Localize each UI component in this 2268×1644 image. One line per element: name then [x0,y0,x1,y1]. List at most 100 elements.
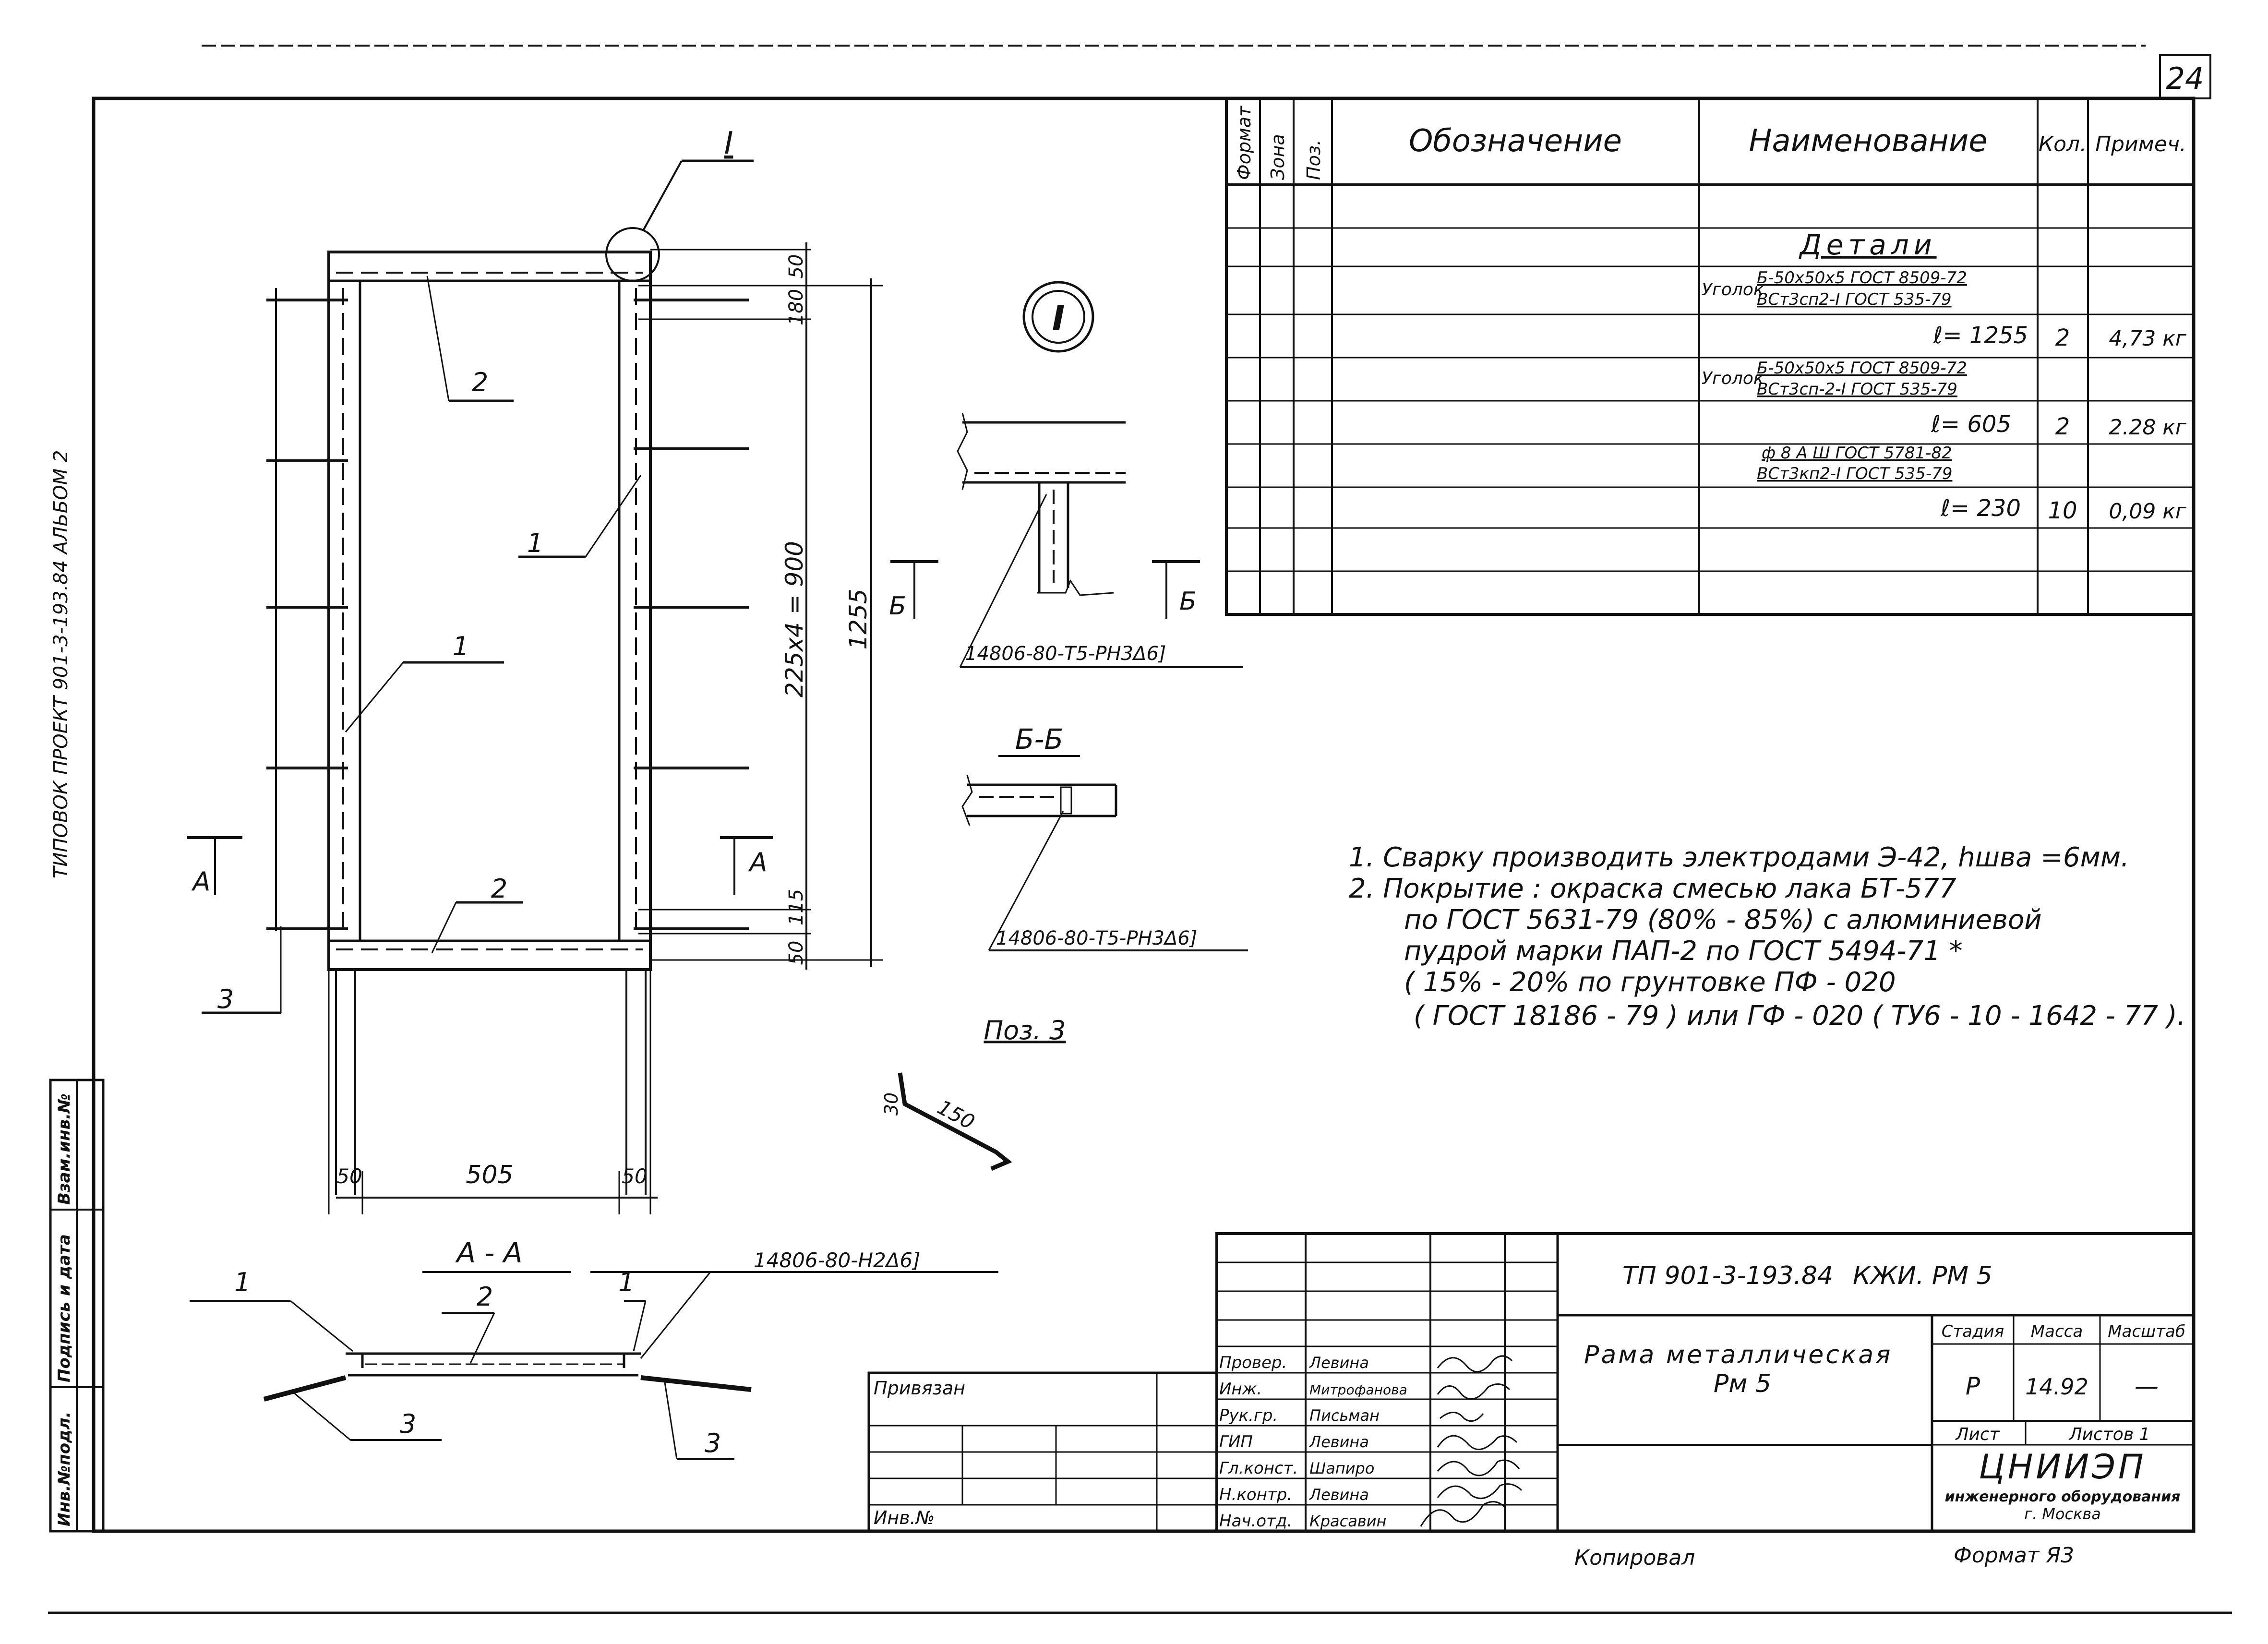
note-line-6: ( ГОСТ 18186 - 79 ) или ГФ - 020 ( ТУ6 -… [1414,1000,2186,1032]
spec-item-2-length: ℓ= 605 [1931,411,2011,438]
spec-header-zone: Зона [1267,134,1288,180]
spec-header-name: Наименование [1749,123,1987,159]
spec-header-qty: Кол. [2039,132,2087,156]
dim-total: 1255 [844,588,872,649]
tb-scale: — [2135,1372,2159,1400]
tb-name-1: Левина [1309,1354,1369,1372]
tb-name-5: Шапиро [1309,1459,1374,1477]
format-label: Формат Я3 [1954,1543,2074,1568]
side-project-label: ТИПОВОК ПРОЕКТ 901-3-193.84 АЛЬБОМ 2 [50,450,72,878]
tb-name-3: Письман [1309,1406,1380,1425]
spec-item-2-qty: 2 [2055,413,2070,440]
tb-inv: Инв.№ [874,1507,935,1528]
pos3-dim-30: 30 [881,1092,902,1116]
pos-label-2-aa: 2 [477,1282,493,1312]
pos3-bar [898,1072,1012,1171]
spec-item-2-name-top: Б-50х50х5 ГОСТ 8509-72 [1757,359,1967,378]
tb-mass: 14.92 [2025,1374,2088,1400]
tb-role-3: Рук.гр. [1219,1406,1278,1425]
spec-item-3-note: 0,09 кг [2109,499,2187,524]
frame-elevation [187,159,883,1214]
detail-mark-label: I [724,126,733,161]
section-mark-b-left: Б [889,592,906,621]
pos-label-3-aa-right: 3 [705,1428,721,1458]
spec-table: Формат Зона Поз. Обозначение Наименовани… [1225,97,2195,616]
pos-label-1-right: 1 [527,528,543,558]
tb-role-6: Н.контр. [1219,1485,1292,1504]
tb-role-1: Провер. [1219,1353,1287,1372]
spec-item-1-qty: 2 [2055,324,2070,351]
tb-org-3: г. Москва [2024,1505,2101,1523]
tb-mark: КЖИ. РМ 5 [1853,1261,1992,1290]
title-block [867,1232,2195,1533]
side-stamp-inv: Инв.№подл. [55,1412,74,1526]
tb-mass-h: Масса [2031,1322,2083,1341]
tb-role-4: ГИП [1219,1432,1253,1452]
weld-label-detail-i: 14806-80-Т5-РН3Δ6] [965,643,1166,665]
pos-label-1-aa-right: 1 [618,1267,635,1297]
note-line-1: 1. Сварку производить электродами Э-42, … [1349,842,2129,873]
weld-label-section-aa: 14806-80-Н2Δ6] [754,1248,921,1272]
tb-sheet-h: Лист [1955,1425,2000,1444]
section-mark-a-right: А [748,847,768,877]
tb-attached: Привязан [874,1378,965,1399]
spec-item-1-note: 4,73 кг [2109,326,2187,351]
dim-115: 115 [785,889,807,925]
tb-org-1: ЦНИИЭП [1979,1447,2146,1487]
tb-org-2: инженерного оборудования [1945,1488,2181,1505]
tb-role-5: Гл.конст. [1219,1459,1298,1478]
section-mark-a-left: А [192,866,211,897]
pos3-dim-150: 150 [934,1095,979,1134]
dim-bottom-50: 50 [785,941,807,965]
note-line-2: 2. Покрытие : окраска смесью лака БТ-577 [1349,873,1956,904]
weld-label-section-bb: 14806-80-Т5-РН3Δ6] [996,927,1197,949]
tb-name-4: Левина [1309,1433,1369,1451]
spec-item-3-qty: 10 [2048,497,2077,524]
tb-stage: Р [1966,1372,1980,1400]
tb-code: ТП 901-3-193.84 [1622,1261,1833,1290]
side-stamp-replace: Взам.инв.№ [55,1093,74,1205]
tb-name-6: Левина [1309,1486,1369,1504]
pos-label-3-elev: 3 [217,984,234,1014]
dim-width: 505 [466,1161,513,1189]
tb-name-2: Митрофанова [1309,1382,1407,1398]
detail-i-circle-label: I [1052,298,1065,338]
section-mark-b-right: Б [1179,587,1197,616]
dim-top-50: 50 [785,254,807,279]
section-aa [190,1271,998,1460]
tb-sheets-h: Листов 1 [2068,1425,2150,1444]
tb-name-7: Красавин [1309,1512,1386,1530]
pos-label-2-top: 2 [472,367,488,397]
section-bb [961,755,1248,951]
pos3-title: Поз. 3 [984,1015,1066,1045]
pos-label-3-aa-left: 3 [400,1409,416,1439]
spec-header-designation: Обозначение [1409,123,1622,159]
spec-header-format: Формат [1234,105,1255,180]
dim-180: 180 [785,289,807,325]
section-bb-title: Б-Б [1015,723,1064,756]
dim-width-left: 50 [336,1164,362,1188]
tb-role-7: Нач.отд. [1219,1512,1292,1531]
tb-title-2: Рм 5 [1714,1369,1771,1398]
pos-label-1-left: 1 [453,631,469,661]
pos-label-1-aa-left: 1 [234,1267,251,1297]
spec-item-1-length: ℓ= 1255 [1933,322,2028,349]
spec-item-2-note: 2.28 кг [2109,415,2187,440]
tb-scale-h: Масштаб [2108,1322,2185,1341]
spec-item-1-name-bottom: ВСт3сп2-I ГОСТ 535-79 [1757,290,1952,309]
spec-section-title: Детали [1798,228,1936,261]
spec-item-3-name-bottom: ВСт3кп2-I ГОСТ 535-79 [1757,464,1952,483]
spec-item-1-name-top: Б-50х50х5 ГОСТ 8509-72 [1757,268,1967,288]
spec-item-3-length: ℓ= 230 [1940,495,2021,522]
copied-label: Копировал [1574,1546,1695,1570]
spec-header-pos: Поз. [1303,140,1324,180]
spec-item-2-prefix: Уголок [1702,369,1764,388]
section-aa-title: А - А [455,1236,522,1269]
spec-item-3-name-top: ф 8 А Ш ГОСТ 5781-82 [1762,444,1952,463]
dim-pitch: 225х4 = 900 [780,541,808,697]
spec-item-1-prefix: Уголок [1702,280,1764,300]
tb-stage-h: Стадия [1942,1322,2004,1341]
note-line-5: ( 15% - 20% по грунтовке ПФ - 020 [1404,967,1896,998]
sheet-number: 24 [2166,61,2204,96]
